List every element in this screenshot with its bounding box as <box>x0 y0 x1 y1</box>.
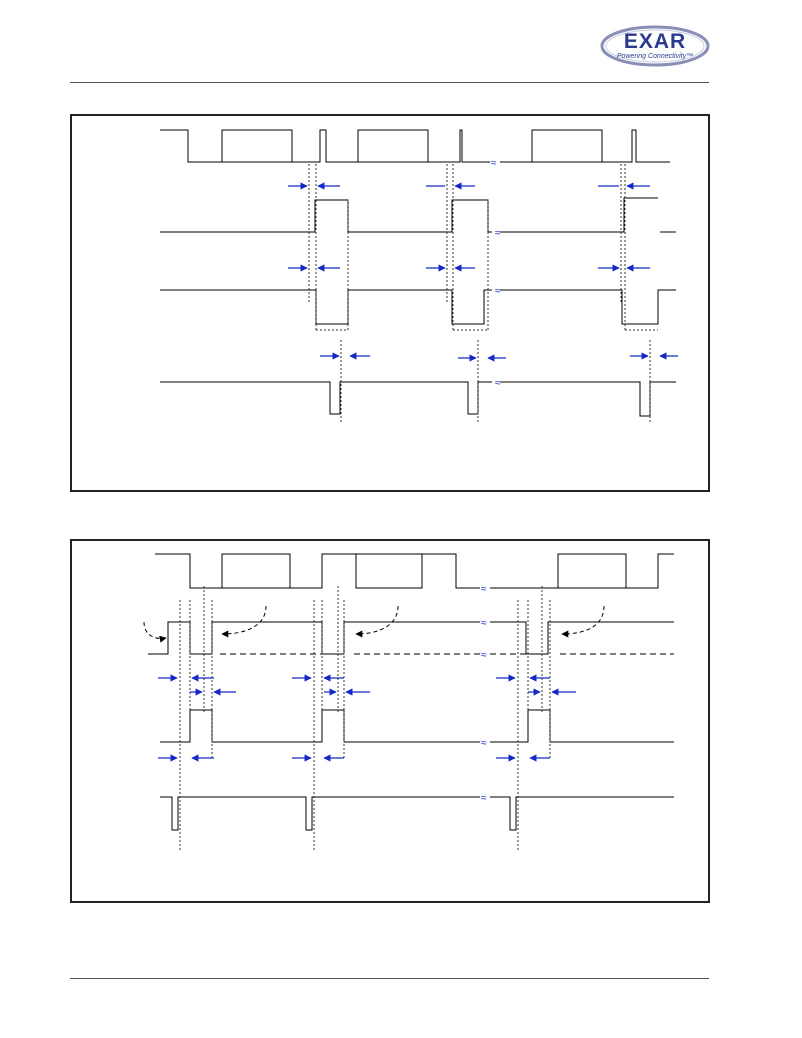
footer-rule <box>70 978 709 979</box>
bottom-signal-4-waveform <box>160 796 674 831</box>
svg-text:≈: ≈ <box>495 228 501 239</box>
svg-text:≈: ≈ <box>481 584 487 595</box>
logo-ring-icon <box>600 25 710 67</box>
header-rule <box>70 82 709 83</box>
top-signal-2-waveform <box>160 197 676 233</box>
bottom-timing-arrows <box>158 674 576 762</box>
svg-text:≈: ≈ <box>495 378 501 389</box>
timing-diagram-bottom-frame <box>70 539 710 903</box>
svg-text:≈: ≈ <box>491 158 497 169</box>
bottom-signal-3-waveform <box>160 709 674 743</box>
bottom-diagram: ≈ ≈ ≈ ≈ ≈ <box>143 553 674 850</box>
top-guide-lines <box>308 164 658 422</box>
logo-tagline: Powering Connectivity™ <box>616 53 694 60</box>
top-signal-1-waveform <box>160 129 670 163</box>
svg-text:≈: ≈ <box>481 793 487 804</box>
timing-diagram-top-frame <box>70 114 710 492</box>
top-timing-arrows <box>288 182 678 362</box>
svg-text:≈: ≈ <box>481 738 487 749</box>
bottom-signal-2-waveform <box>148 621 674 655</box>
svg-text:≈: ≈ <box>481 650 487 661</box>
top-signal-3-waveform <box>160 289 676 325</box>
exar-logo: EXAR Powering Connectivity™ <box>600 24 710 68</box>
top-diagram: ≈ ≈ ≈ ≈ <box>160 129 678 422</box>
bottom-break-markers: ≈ ≈ ≈ ≈ ≈ <box>481 584 487 804</box>
bottom-guide-lines <box>179 586 551 850</box>
svg-text:≈: ≈ <box>495 286 501 297</box>
bottom-curved-pointers <box>143 605 605 643</box>
bottom-signal-1-waveform <box>155 553 674 589</box>
logo-wordmark: EXAR <box>623 30 687 53</box>
top-break-markers: ≈ ≈ ≈ ≈ <box>491 158 501 389</box>
svg-text:≈: ≈ <box>481 618 487 629</box>
top-signal-4-waveform <box>160 381 676 417</box>
